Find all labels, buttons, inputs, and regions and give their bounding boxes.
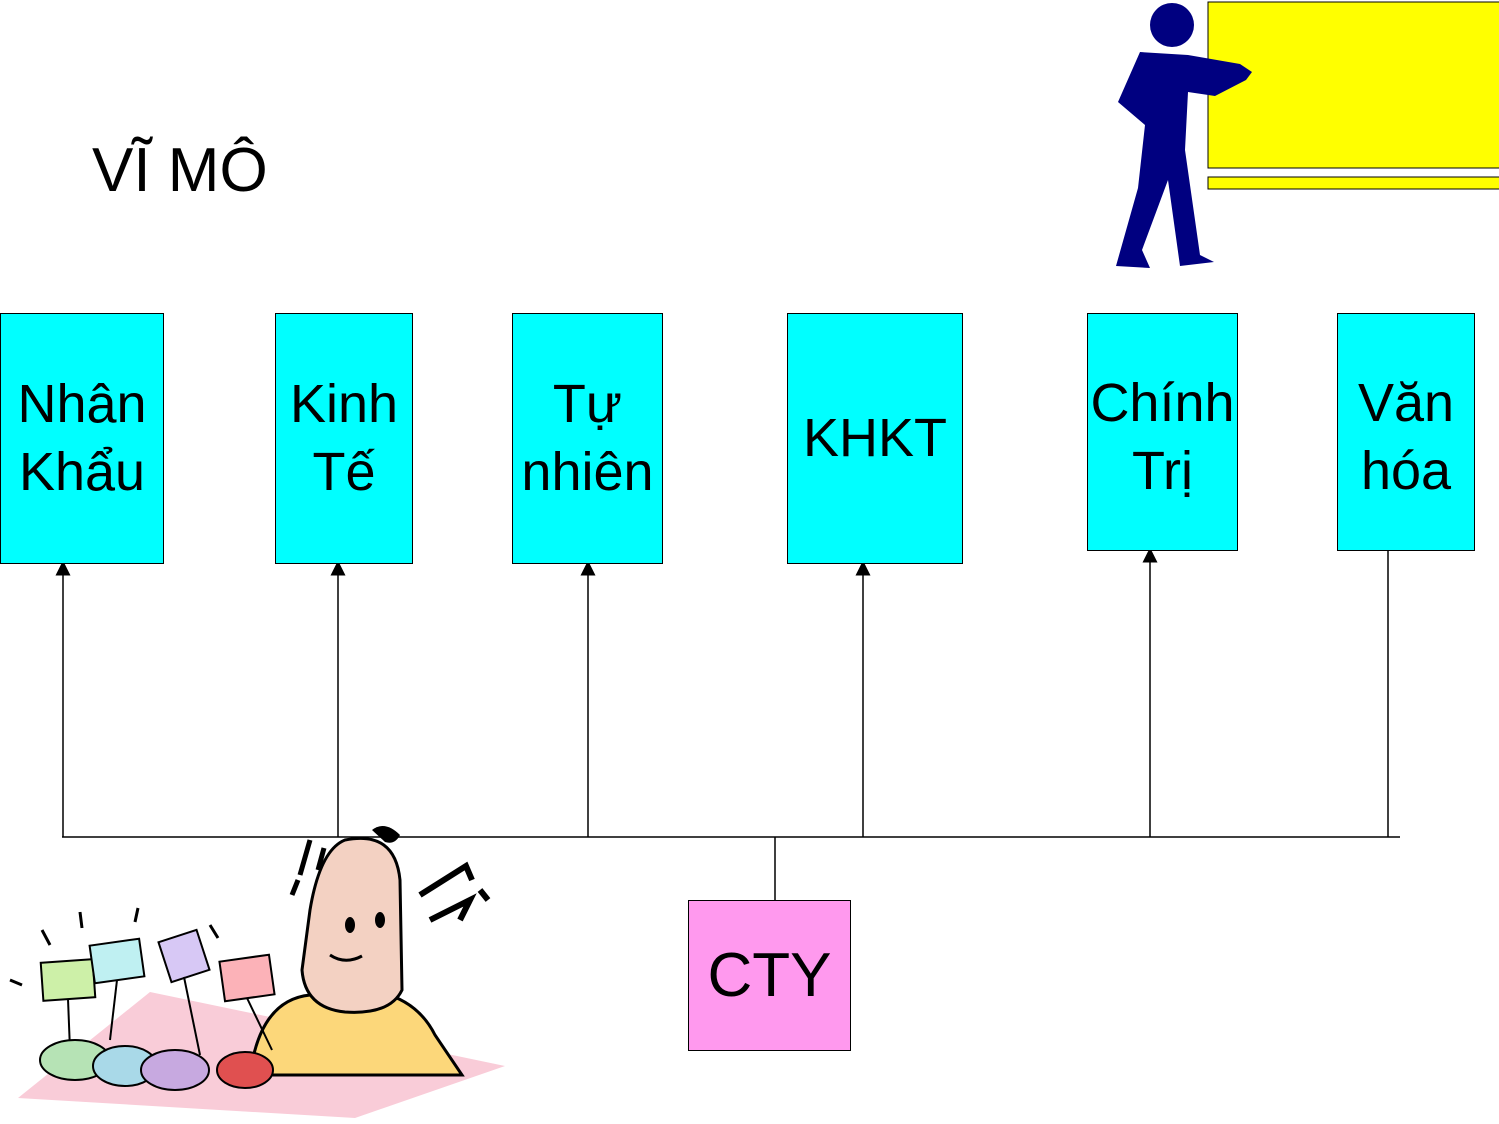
teacher-at-board-icon: [1116, 1, 1499, 268]
box-khkt: KHKT: [787, 313, 963, 564]
center-box-cty: CTY: [688, 900, 851, 1051]
worried-man-with-protesters-icon: [9, 826, 505, 1118]
page-title: VĨ MÔ: [92, 136, 268, 205]
